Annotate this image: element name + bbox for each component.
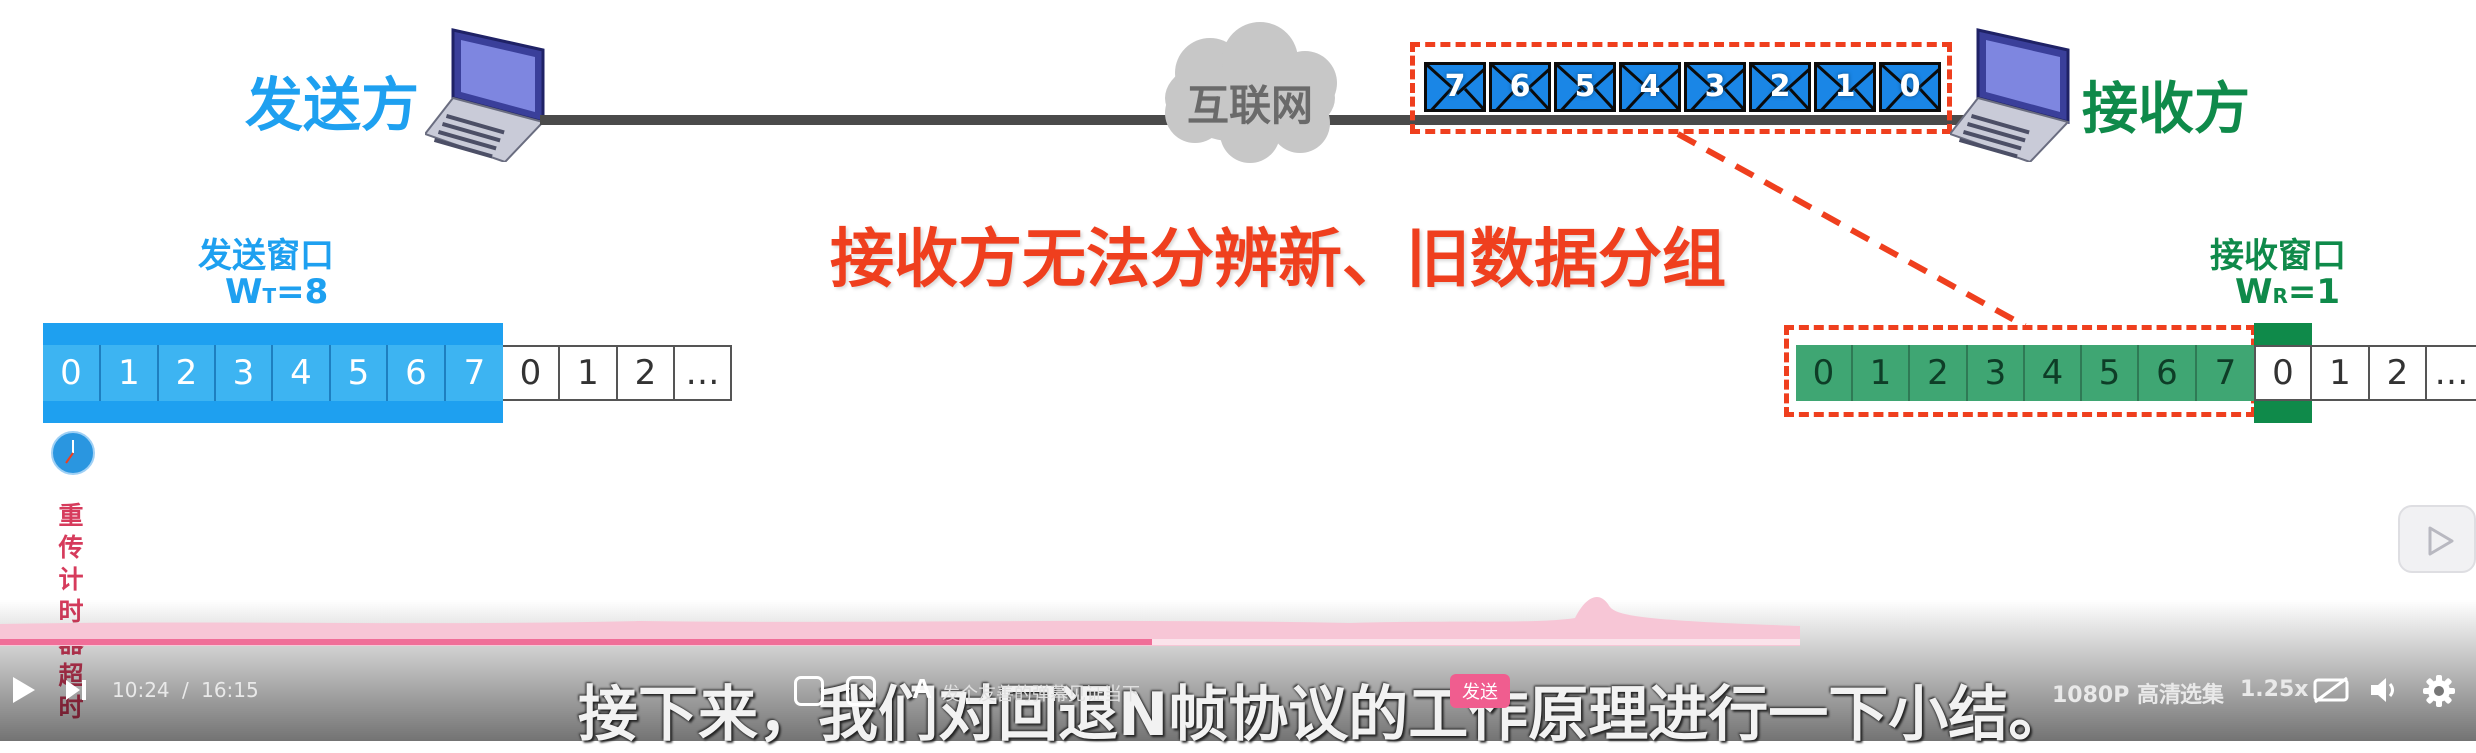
speed-button[interactable]: 1.25x	[2240, 677, 2309, 702]
danmaku-toggle-button[interactable]	[794, 676, 824, 706]
next-button[interactable]	[62, 676, 90, 704]
seq-cell: 3	[216, 345, 273, 401]
seq-cell: 0	[503, 345, 560, 401]
packet-sequence: 7 6 5 4 3 2 1 0	[1424, 62, 1944, 112]
quality-button[interactable]: 1080P 高清	[2052, 683, 2182, 708]
seq-cell: …	[675, 345, 732, 401]
seq-cell: 6	[2139, 345, 2197, 401]
recv-received-cells: 0 1 2 3 4 5 6 7	[1796, 345, 2254, 401]
seq-cell: 3	[1968, 345, 2025, 401]
packet: 3	[1684, 62, 1746, 112]
recv-outside-cells: 1 2 …	[2312, 345, 2476, 401]
play-icon	[2428, 526, 2454, 556]
seq-cell: 2	[618, 345, 675, 401]
send-window-size: WT=8	[225, 272, 329, 312]
seq-cell: 7	[463, 353, 486, 393]
duration: 16:15	[201, 678, 259, 702]
settings-gear-icon[interactable]	[2422, 674, 2456, 708]
internet-label: 互联网	[1186, 81, 1313, 130]
headline: 接收方无法分辨新、旧数据分组	[830, 223, 1726, 297]
seq-cell: 4	[273, 345, 331, 401]
dashed-connector	[1676, 131, 2027, 329]
packet: 2	[1749, 62, 1811, 112]
recv-window-size: WR=1	[2235, 272, 2341, 312]
sender-laptop-icon	[425, 28, 545, 162]
packet: 7	[1424, 62, 1486, 112]
subtitle-off-icon[interactable]	[2312, 675, 2350, 705]
side-play-button[interactable]	[2398, 505, 2476, 573]
time-separator: /	[182, 678, 189, 702]
seq-cell: 7	[2214, 353, 2237, 393]
progress-track[interactable]	[0, 639, 1800, 645]
packets-highlight-box	[1410, 42, 1952, 134]
seq-cell: 2	[1910, 345, 1968, 401]
packet: 5	[1554, 62, 1616, 112]
danmaku-send-button[interactable]: 发送	[1450, 674, 1510, 708]
seq-cell: …	[2427, 345, 2476, 401]
recv-window-cell: 0	[2254, 345, 2312, 401]
subtitle: 接下来，我们对回退N帧协议的工作原理进行一下小结。	[578, 680, 2069, 750]
time-display: 10:24 / 16:15	[112, 678, 259, 702]
seq-cell: 1	[1853, 345, 1910, 401]
packet: 0	[1879, 62, 1941, 112]
seq-cell: 0	[1796, 345, 1853, 401]
danmaku-style-icon[interactable]: A	[912, 673, 933, 704]
send-window-title: 发送窗口	[198, 236, 334, 276]
seq-cell: 1	[101, 345, 159, 401]
packet: 1	[1814, 62, 1876, 112]
seq-cell: 2	[159, 345, 216, 401]
recv-window-title: 接收窗口	[2210, 236, 2346, 276]
send-window-cells: 0 1 2 3 4 5 6 7	[43, 345, 503, 401]
send-outside-cells: 0 1 2 …	[503, 345, 732, 401]
play-button[interactable]	[10, 674, 38, 706]
seq-cell: 5	[2082, 345, 2139, 401]
timer-clock-icon	[51, 431, 95, 475]
seq-cell: 2	[2370, 345, 2427, 401]
sender-label: 发送方	[245, 71, 420, 139]
current-time: 10:24	[112, 678, 170, 702]
danmaku-input[interactable]: 发个友善的弹幕见证当下	[942, 684, 1140, 705]
progress-fill	[0, 639, 1152, 645]
danmaku-settings-button[interactable]	[846, 676, 876, 706]
seq-cell: 4	[2025, 345, 2082, 401]
volume-icon[interactable]	[2368, 675, 2400, 705]
episodes-button[interactable]: 选集	[2180, 683, 2225, 708]
packet: 6	[1489, 62, 1551, 112]
seq-cell: 1	[2312, 345, 2370, 401]
receiver-label: 接收方	[2082, 77, 2250, 142]
receiver-laptop-icon	[1950, 28, 2070, 162]
seq-cell: 0	[43, 345, 101, 401]
internet-cloud-icon	[1165, 22, 1337, 163]
seq-cell: 1	[560, 345, 618, 401]
danmaku-heat-graph	[0, 596, 1800, 646]
seq-cell: 5	[331, 345, 388, 401]
packet: 4	[1619, 62, 1681, 112]
seq-cell: 6	[388, 345, 446, 401]
